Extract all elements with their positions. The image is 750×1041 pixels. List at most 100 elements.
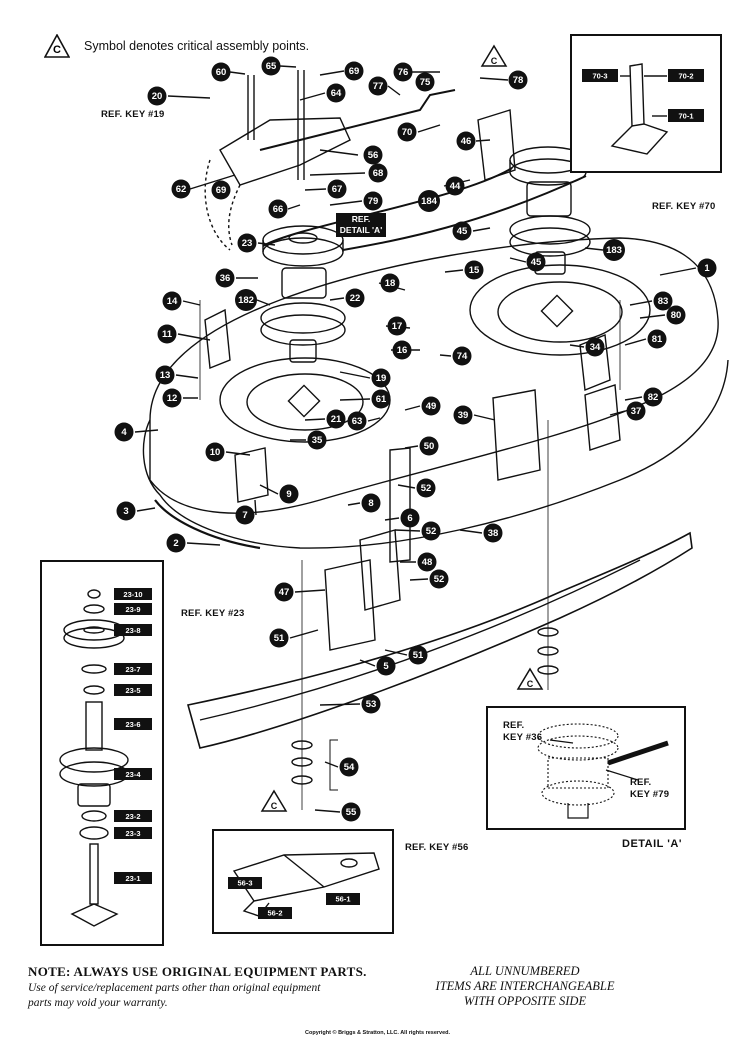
subkey-23-7: 23-7: [114, 663, 152, 675]
interchangeable-note: ALL UNNUMBERED ITEMS ARE INTERCHANGEABLE…: [435, 964, 615, 1008]
svg-text:182: 182: [238, 295, 254, 306]
svg-text:46: 46: [461, 136, 472, 147]
svg-text:10: 10: [210, 447, 221, 458]
callout-23: 23: [237, 233, 257, 253]
bracket-56-drawing: 56-3 56-2 56-1: [228, 852, 380, 919]
callout-44: 44: [445, 176, 465, 196]
subkey-23-6: 23-6: [114, 718, 152, 730]
svg-text:23-2: 23-2: [125, 812, 140, 821]
callout-45: 45: [452, 221, 472, 241]
callout-16: 16: [392, 340, 412, 360]
callout-51: 51: [269, 628, 289, 648]
ref-detail-a-label: REF. DETAIL 'A': [339, 214, 383, 235]
callout-52: 52: [416, 478, 436, 498]
callout-182: 182: [235, 289, 257, 311]
inset-ref-key-70: 70-3 70-2 70-1: [570, 34, 722, 173]
svg-text:12: 12: [167, 393, 178, 404]
subkey-56-2: 56-2: [267, 909, 282, 918]
callout-68: 68: [368, 163, 388, 183]
callout-183: 183: [603, 239, 625, 261]
callout-39: 39: [453, 405, 473, 425]
callout-70: 70: [397, 122, 417, 142]
callout-12: 12: [162, 388, 182, 408]
subkey-23-2: 23-2: [114, 810, 152, 822]
subkey-23-8: 23-8: [114, 624, 152, 636]
svg-text:18: 18: [385, 278, 396, 289]
svg-text:48: 48: [422, 557, 433, 568]
note-title: NOTE: ALWAYS USE ORIGINAL EQUIPMENT PART…: [28, 964, 367, 979]
svg-text:23-10: 23-10: [123, 590, 142, 599]
critical-point-symbol: C: [44, 34, 70, 58]
callout-3: 3: [116, 501, 136, 521]
callout-7: 7: [235, 505, 255, 525]
svg-text:52: 52: [426, 526, 437, 537]
callout-64: 64: [326, 83, 346, 103]
lift-plate-48: [359, 529, 401, 611]
deck-skirt: [142, 359, 729, 549]
callout-55: 55: [341, 802, 361, 822]
callout-48: 48: [417, 552, 437, 572]
svg-text:79: 79: [368, 196, 379, 207]
svg-text:75: 75: [420, 77, 431, 88]
subkey-70-1: 70-1: [678, 112, 693, 121]
callout-80: 80: [666, 305, 686, 325]
svg-text:5: 5: [383, 661, 389, 672]
callout-38: 38: [483, 523, 503, 543]
callout-15: 15: [464, 260, 484, 280]
svg-text:56: 56: [368, 150, 379, 161]
svg-text:8: 8: [368, 498, 373, 509]
callout-11: 11: [157, 324, 177, 344]
svg-text:47: 47: [279, 587, 290, 598]
callout-65: 65: [261, 56, 281, 76]
svg-text:49: 49: [426, 401, 437, 412]
callout-17: 17: [387, 316, 407, 336]
ref-key-70: REF. KEY #70: [652, 201, 716, 212]
subkey-56-3: 56-3: [237, 879, 252, 888]
callout-5: 5: [376, 656, 396, 676]
callout-82: 82: [643, 387, 663, 407]
ref-key-56: REF. KEY #56: [405, 842, 469, 853]
svg-text:4: 4: [121, 427, 127, 438]
svg-text:69: 69: [216, 185, 227, 196]
svg-text:23-6: 23-6: [125, 720, 140, 729]
svg-text:19: 19: [376, 373, 387, 384]
subkey-56-1: 56-1: [335, 895, 350, 904]
svg-text:38: 38: [488, 528, 499, 539]
subkey-23-9: 23-9: [114, 603, 152, 615]
svg-text:44: 44: [450, 181, 461, 192]
callout-53: 53: [361, 694, 381, 714]
callout-9: 9: [279, 484, 299, 504]
svg-text:82: 82: [648, 392, 659, 403]
svg-text:23-1: 23-1: [125, 874, 140, 883]
svg-text:17: 17: [392, 321, 403, 332]
bracket-37: [584, 384, 621, 451]
callout-50: 50: [419, 436, 439, 456]
svg-text:53: 53: [366, 699, 377, 710]
callout-49: 49: [421, 396, 441, 416]
svg-text:23-5: 23-5: [125, 686, 140, 695]
svg-text:C: C: [527, 679, 534, 689]
bracket-70-drawing: 70-3 70-2 70-1: [582, 63, 704, 155]
deck-housing-top: [149, 237, 719, 514]
svg-text:45: 45: [531, 257, 542, 268]
svg-text:183: 183: [606, 245, 622, 256]
callout-37: 37: [626, 401, 646, 421]
svg-text:74: 74: [457, 351, 468, 362]
callout-46: 46: [456, 131, 476, 151]
ref-key-19: REF. KEY #19: [101, 109, 165, 120]
callout-63: 63: [347, 411, 367, 431]
callout-69: 69: [344, 61, 364, 81]
callout-35: 35: [307, 430, 327, 450]
svg-text:68: 68: [373, 168, 384, 179]
right-spindle-well: [469, 264, 651, 356]
callout-20: 20: [147, 86, 167, 106]
spindle-23-drawing: 23-1023-923-823-723-523-623-423-223-323-…: [59, 588, 152, 927]
svg-text:13: 13: [160, 370, 171, 381]
legend-text: Symbol denotes critical assembly points.: [84, 39, 310, 53]
svg-text:22: 22: [350, 293, 361, 304]
callout-36: 36: [215, 268, 235, 288]
svg-text:45: 45: [457, 226, 468, 237]
lift-plate-47: [324, 559, 376, 651]
callout-184: 184: [418, 190, 440, 212]
